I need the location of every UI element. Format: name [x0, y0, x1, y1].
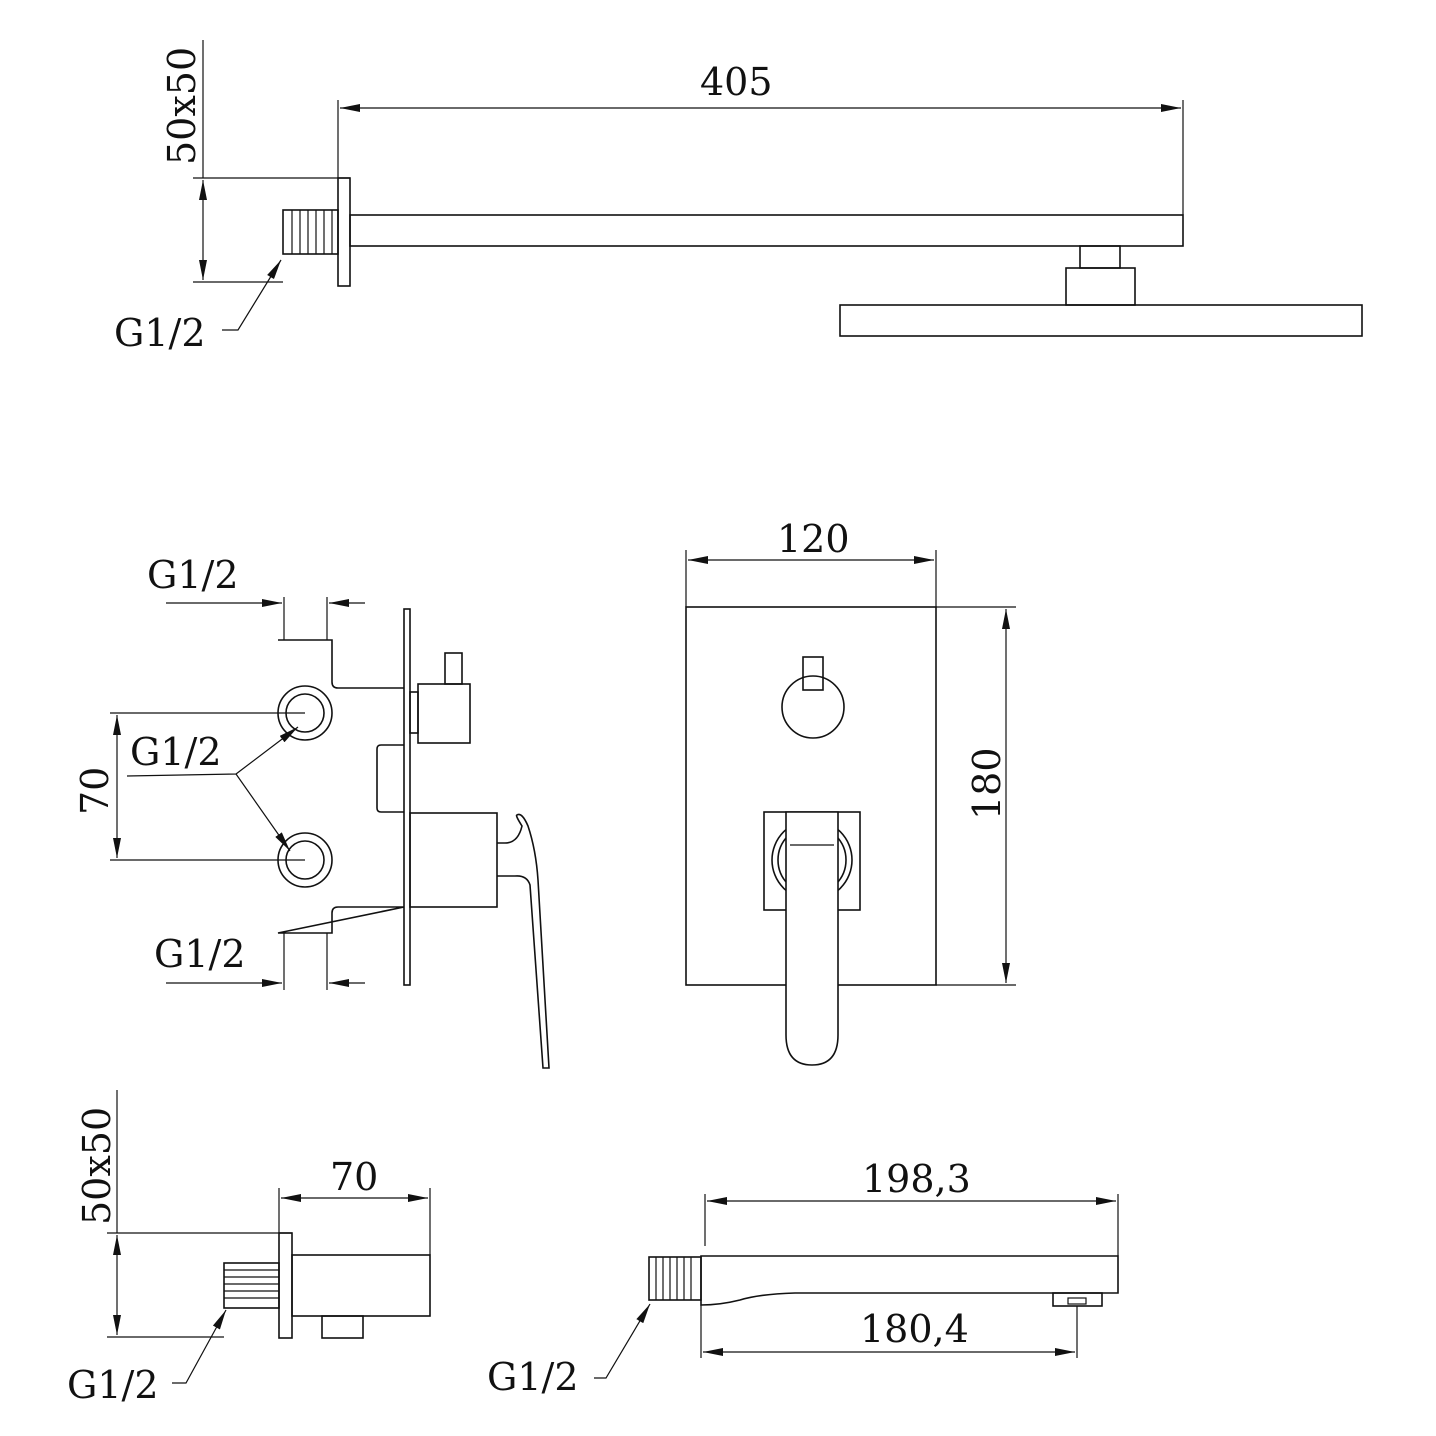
diverter-knob-front [781, 675, 845, 739]
arm-length-label: 405 [700, 60, 773, 104]
port-spacing-label: 70 [73, 767, 117, 815]
width-label: 120 [777, 517, 850, 561]
outlet-body [291, 1254, 431, 1317]
spout-thread-label: G1/2 [487, 1355, 579, 1399]
outlet-flange-label: 50x50 [75, 1107, 119, 1225]
head-connector [1065, 267, 1136, 306]
valve-side-view: G1/2 G1/2 70 G1/2 [73, 553, 550, 1069]
spout-view: 198,3 180,4 G1/2 [487, 1157, 1119, 1399]
bottom-port-label: G1/2 [154, 932, 246, 976]
cover-plate [403, 608, 411, 986]
outlet-distance-label: 180,4 [860, 1307, 969, 1351]
thread-connector [282, 209, 339, 255]
spout-body [700, 1255, 1119, 1306]
top-port-label: G1/2 [147, 553, 239, 597]
spout-thread [648, 1256, 702, 1301]
outlet-thread-label: G1/2 [67, 1363, 159, 1407]
shower-arm [349, 214, 1184, 247]
spout-length-label: 198,3 [862, 1157, 971, 1201]
wall-flange [337, 177, 351, 287]
hose-nipple [321, 1315, 364, 1339]
diverter-knob [417, 683, 471, 744]
thread-label: G1/2 [114, 311, 206, 355]
wall-outlet-view: 50x50 70 G1/2 [67, 1090, 431, 1407]
lever-front [785, 811, 839, 1066]
shower-arm-view: 50x50 405 G1/2 [114, 40, 1363, 355]
side-ports-label: G1/2 [130, 730, 222, 774]
outlet-depth-label: 70 [330, 1155, 378, 1199]
lever-handle [497, 813, 550, 1069]
lever-base [409, 812, 498, 908]
height-label: 180 [965, 747, 1009, 820]
valve-front-view: 120 180 [685, 517, 1016, 1066]
flange-size-label: 50x50 [160, 47, 204, 165]
outlet-thread [223, 1262, 280, 1309]
valve-body [277, 639, 405, 934]
shower-head [839, 304, 1363, 337]
